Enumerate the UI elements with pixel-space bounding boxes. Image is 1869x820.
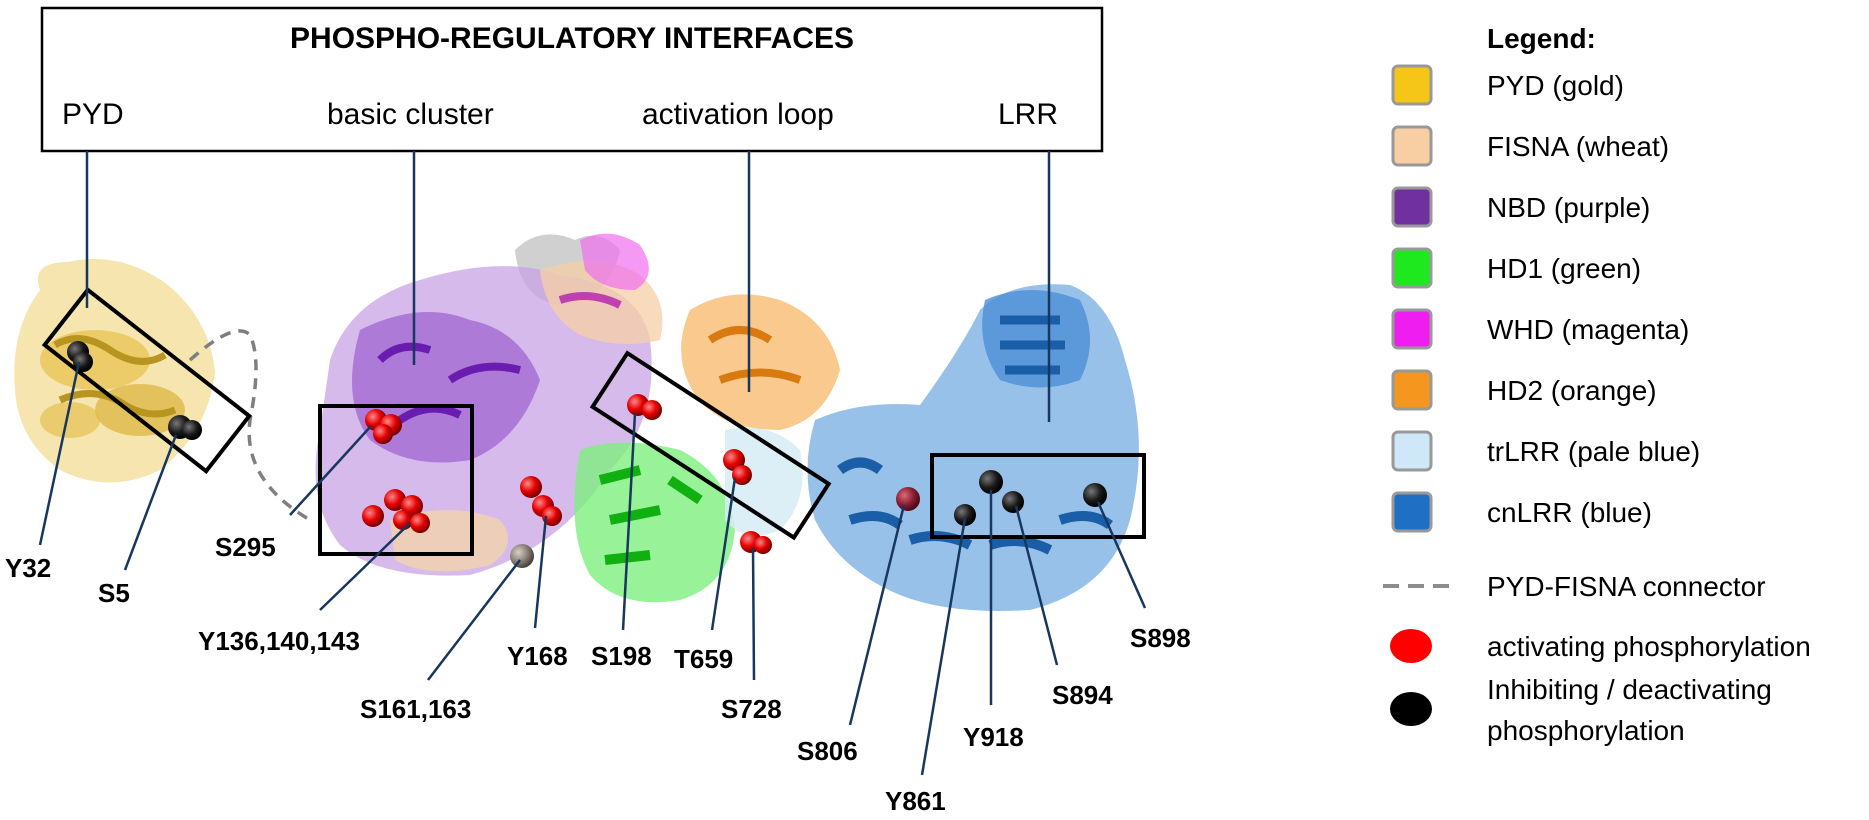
header-region-basic-cluster: basic cluster [327, 98, 494, 131]
label-y168: Y168 [507, 641, 568, 671]
label-y918: Y918 [963, 722, 1024, 752]
legend-activating-label: activating phosphorylation [1487, 631, 1811, 662]
legend-swatch-5 [1391, 308, 1433, 350]
site-s806 [896, 487, 920, 511]
leader-lines [38, 151, 1147, 776]
site-s894 [1002, 491, 1024, 513]
legend-title: Legend: [1487, 23, 1596, 54]
label-y32: Y32 [5, 553, 51, 583]
label-t659: T659 [674, 644, 733, 674]
label-s161: S161,163 [360, 694, 471, 724]
box-pyd [41, 286, 253, 474]
header-panel: PHOSPHO-REGULATORY INTERFACES PYD basic … [40, 6, 1104, 153]
header-region-pyd: PYD [62, 98, 124, 131]
legend-inhibiting-label-2: phosphorylation [1487, 715, 1685, 746]
hd1-domain [574, 442, 735, 603]
legend-swatch-3 [1391, 186, 1433, 228]
legend-label-4: HD1 (green) [1487, 253, 1641, 284]
legend-label-8: cnLRR (blue) [1487, 497, 1652, 528]
label-y861: Y861 [885, 786, 946, 816]
cnlrr-domain [807, 284, 1139, 611]
label-y136: Y136,140,143 [198, 626, 360, 656]
label-s806: S806 [797, 736, 858, 766]
phosphosites [67, 341, 1107, 568]
legend-swatch-7 [1391, 430, 1433, 472]
label-s295: S295 [215, 532, 276, 562]
legend-inhibiting-swatch [1390, 692, 1432, 726]
legend-label-2: FISNA (wheat) [1487, 131, 1669, 162]
pyd-domain [14, 258, 215, 483]
site-y136 [384, 489, 406, 511]
legend-label-6: HD2 (orange) [1487, 375, 1657, 406]
legend-swatch-2 [1391, 125, 1433, 167]
legend: Legend: PYD (gold) FISNA (wheat) NBD (purp… [1383, 23, 1811, 746]
header-title: PHOSPHO-REGULATORY INTERFACES [290, 22, 854, 55]
site-y918 [979, 470, 1003, 494]
legend-label-7: trLRR (pale blue) [1487, 436, 1700, 467]
label-s728: S728 [721, 694, 782, 724]
legend-label-5: WHD (magenta) [1487, 314, 1689, 345]
label-s894: S894 [1052, 680, 1113, 710]
site-y861 [954, 504, 976, 526]
legend-activating-swatch [1390, 629, 1432, 663]
header-region-activation-loop: activation loop [642, 98, 834, 131]
label-s198: S198 [591, 641, 652, 671]
label-s898: S898 [1130, 623, 1191, 653]
site-s898 [1083, 483, 1107, 507]
box-lrr [930, 453, 1146, 539]
legend-swatch-8 [1391, 491, 1433, 533]
legend-swatch-1 [1391, 64, 1433, 106]
legend-swatch-4 [1391, 247, 1433, 289]
hd2-domain [681, 294, 840, 430]
legend-connector-label: PYD-FISNA connector [1487, 571, 1766, 602]
box-basic-cluster [318, 404, 474, 556]
pyd-fisna-connector [188, 329, 311, 522]
header-box [40, 6, 1104, 153]
legend-label-1: PYD (gold) [1487, 70, 1624, 101]
site-s161 [510, 544, 534, 568]
header-region-lrr: LRR [998, 98, 1058, 131]
legend-inhibiting-label-1: Inhibiting / deactivating [1487, 674, 1772, 705]
legend-label-3: NBD (purple) [1487, 192, 1650, 223]
residue-labels: Y32 S5 S295 Y136,140,143 S161,163 Y168 S… [5, 532, 1191, 816]
legend-items: PYD (gold) FISNA (wheat) NBD (purple) HD1 (… [1391, 64, 1700, 533]
legend-swatch-6 [1391, 369, 1433, 411]
highlight-boxes [41, 286, 1146, 556]
site-y168 [520, 476, 542, 498]
box-activation-loop [589, 350, 832, 541]
label-s5: S5 [98, 578, 130, 608]
